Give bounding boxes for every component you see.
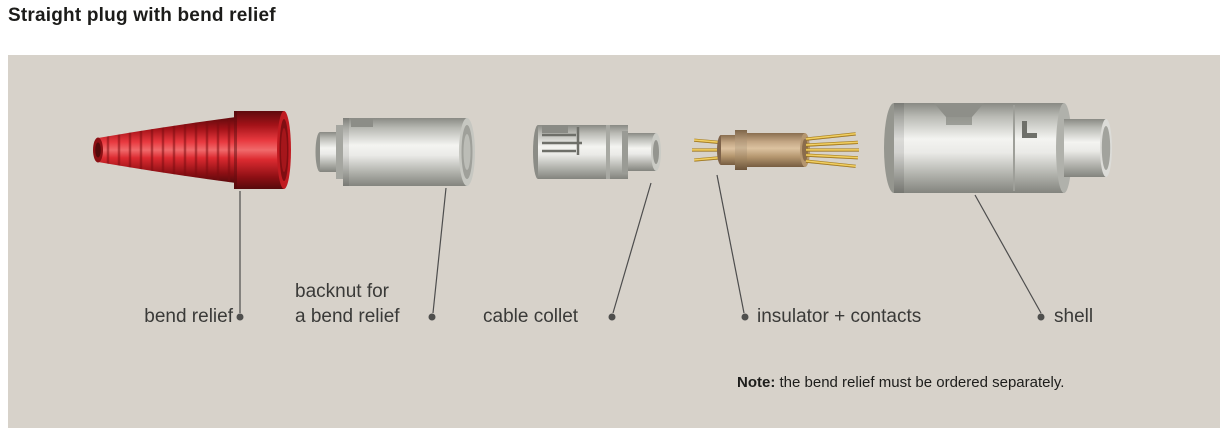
contact-pins-left-icon (692, 138, 723, 162)
note: Note: the bend relief must be ordered se… (737, 374, 1064, 391)
backnut-illustration (315, 118, 475, 186)
label-shell: shell (1054, 306, 1094, 327)
shell-illustration (884, 103, 1112, 193)
leader-lines (239, 174, 1042, 314)
label-backnut-line1: backnut for (295, 281, 389, 302)
leader-dots (236, 313, 1045, 321)
page-title: Straight plug with bend relief (8, 5, 276, 26)
cable-collet-illustration (533, 125, 661, 179)
label-insulator-contacts: insulator + contacts (757, 306, 922, 327)
exploded-view-illustration (93, 103, 1112, 321)
note-text: the bend relief must be ordered separate… (775, 374, 1065, 391)
bend-relief-illustration (93, 111, 291, 189)
contact-pins-right-icon (805, 132, 859, 168)
insulator-contacts-illustration (692, 130, 859, 170)
label-backnut-line2: a bend relief (295, 306, 400, 327)
label-backnut: backnut for a bend relief (295, 279, 400, 329)
label-bend-relief: bend relief (144, 306, 233, 327)
key-slot-icon (1022, 121, 1037, 138)
label-cable-collet: cable collet (483, 306, 579, 327)
note-prefix: Note: (737, 374, 776, 391)
diagram-panel: bend relief backnut for a bend relief ca… (8, 55, 1220, 428)
